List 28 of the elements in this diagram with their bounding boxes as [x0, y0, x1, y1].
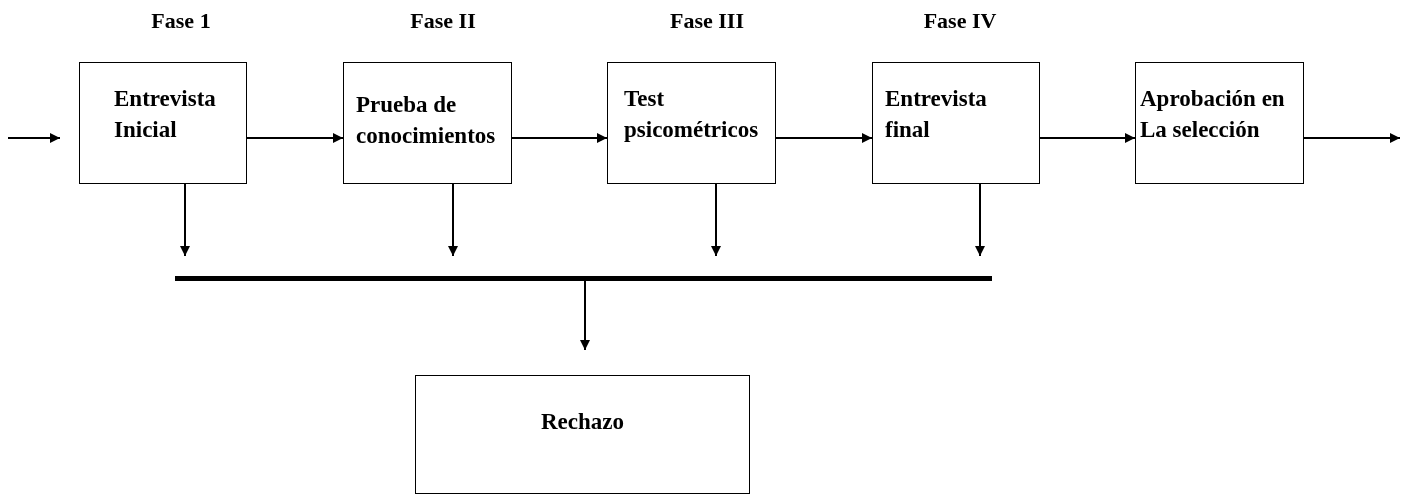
- rejection-bar: [175, 276, 992, 281]
- step-label: Rechazo: [540, 408, 625, 436]
- process-box: [79, 62, 247, 184]
- arrow: [711, 183, 721, 257]
- step-label: Entrevista Inicial: [114, 85, 217, 145]
- step-label: Aprobación en La selección: [1140, 85, 1286, 145]
- process-box: [1135, 62, 1304, 184]
- arrow: [180, 183, 190, 257]
- step-label: Entrevista final: [885, 85, 988, 145]
- arrow: [580, 280, 590, 351]
- process-box: [607, 62, 776, 184]
- process-box: [343, 62, 512, 184]
- arrow: [1303, 133, 1401, 143]
- step-label: Test psicométricos: [624, 85, 760, 145]
- arrow: [448, 183, 458, 257]
- step-label: Prueba de conocimientos: [356, 91, 497, 151]
- process-box: [872, 62, 1040, 184]
- phase-label: Fase 1: [151, 8, 211, 34]
- arrow: [1039, 133, 1136, 143]
- process-box: [415, 375, 750, 494]
- arrow: [511, 133, 608, 143]
- arrow: [975, 183, 985, 257]
- phase-label: Fase IV: [923, 8, 997, 34]
- phase-label: Fase III: [670, 8, 744, 34]
- arrow: [246, 133, 344, 143]
- arrow: [775, 133, 873, 143]
- arrow: [7, 133, 61, 143]
- phase-label: Fase II: [410, 8, 476, 34]
